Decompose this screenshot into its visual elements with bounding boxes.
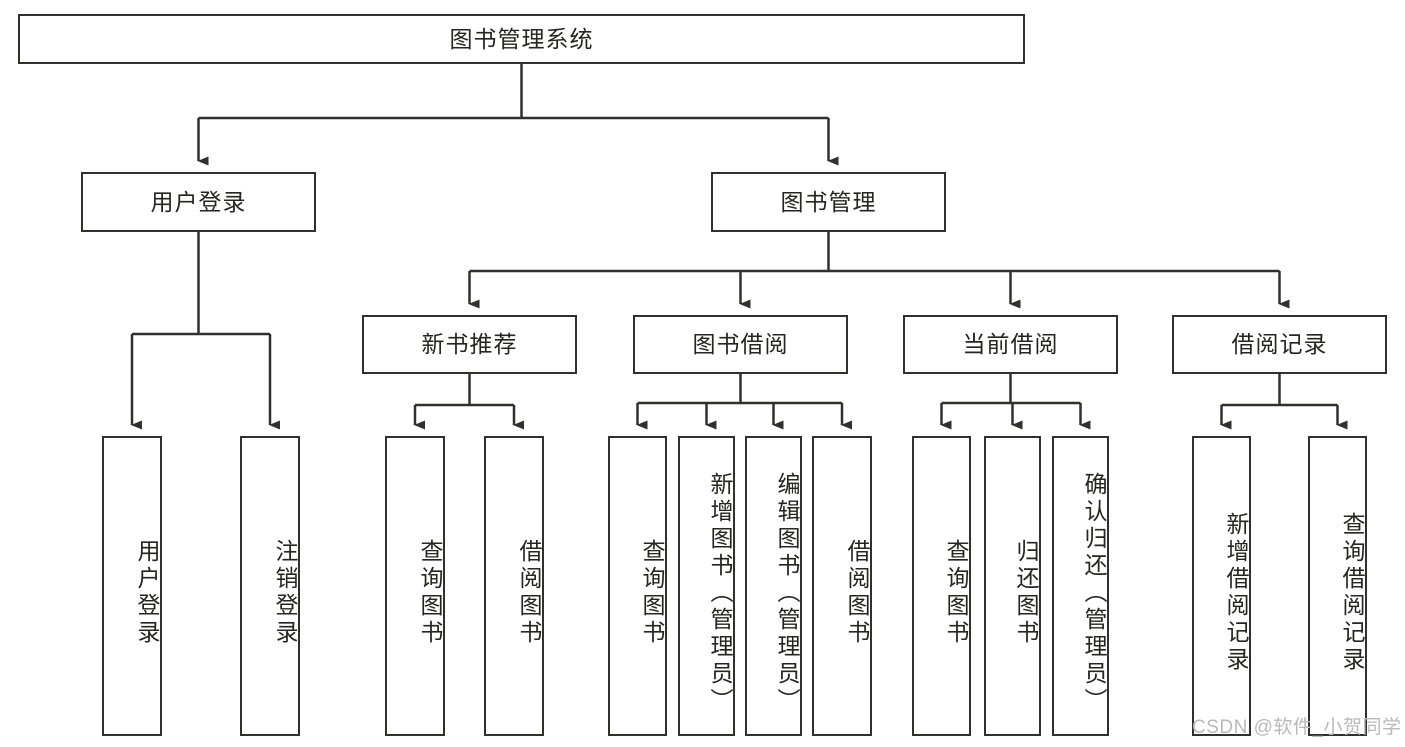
node-label: 归还图书 bbox=[1013, 539, 1039, 647]
node-label: 查询图书 bbox=[417, 539, 443, 647]
node-label: 查询借阅记录 bbox=[1339, 512, 1365, 674]
node-leaf-edit-book[interactable]: 编辑图书（管理员） bbox=[745, 436, 802, 736]
node-label: 图书管理系统 bbox=[449, 25, 594, 52]
node-label: 新书推荐 bbox=[421, 331, 518, 358]
node-leaf-query-record[interactable]: 查询借阅记录 bbox=[1308, 436, 1367, 736]
node-label: 编辑图书（管理员） bbox=[774, 471, 800, 715]
node-leaf-user-login[interactable]: 用户登录 bbox=[102, 436, 162, 736]
node-label: 查询图书 bbox=[943, 539, 969, 647]
node-leaf-borrow-book-1[interactable]: 借阅图书 bbox=[484, 436, 544, 736]
node-label: 用户登录 bbox=[150, 188, 247, 215]
node-leaf-confirm-return[interactable]: 确认归还（管理员） bbox=[1052, 436, 1109, 736]
node-label: 当前借阅 bbox=[962, 331, 1059, 358]
node-book-borrow[interactable]: 图书借阅 bbox=[633, 315, 848, 374]
node-label: 借阅图书 bbox=[516, 539, 542, 647]
node-label: 注销登录 bbox=[272, 539, 298, 647]
node-current-borrow[interactable]: 当前借阅 bbox=[903, 315, 1118, 374]
node-user-login[interactable]: 用户登录 bbox=[81, 172, 316, 232]
node-label: 查询图书 bbox=[639, 539, 665, 647]
node-leaf-query-book-1[interactable]: 查询图书 bbox=[385, 436, 445, 736]
node-leaf-return-book[interactable]: 归还图书 bbox=[984, 436, 1041, 736]
node-label: 借阅图书 bbox=[844, 539, 870, 647]
node-leaf-logout[interactable]: 注销登录 bbox=[240, 436, 300, 736]
node-leaf-borrow-book-2[interactable]: 借阅图书 bbox=[812, 436, 872, 736]
node-new-book-rec[interactable]: 新书推荐 bbox=[362, 315, 577, 374]
csdn-watermark: CSDN @软件_小贺同学 bbox=[1192, 717, 1402, 738]
node-leaf-query-book-2[interactable]: 查询图书 bbox=[608, 436, 667, 736]
node-root[interactable]: 图书管理系统 bbox=[18, 14, 1025, 64]
node-leaf-add-book[interactable]: 新增图书（管理员） bbox=[678, 436, 735, 736]
node-label: 图书借阅 bbox=[692, 331, 789, 358]
node-label: 新增图书（管理员） bbox=[707, 471, 733, 715]
node-leaf-query-book-3[interactable]: 查询图书 bbox=[912, 436, 971, 736]
node-label: 借阅记录 bbox=[1231, 331, 1328, 358]
node-label: 确认归还（管理员） bbox=[1081, 471, 1107, 715]
node-label: 图书管理 bbox=[780, 188, 877, 215]
node-label: 用户登录 bbox=[134, 539, 160, 647]
node-label: 新增借阅记录 bbox=[1223, 512, 1249, 674]
node-borrow-record[interactable]: 借阅记录 bbox=[1172, 315, 1387, 374]
node-leaf-add-record[interactable]: 新增借阅记录 bbox=[1192, 436, 1251, 736]
node-book-manage[interactable]: 图书管理 bbox=[711, 172, 946, 232]
